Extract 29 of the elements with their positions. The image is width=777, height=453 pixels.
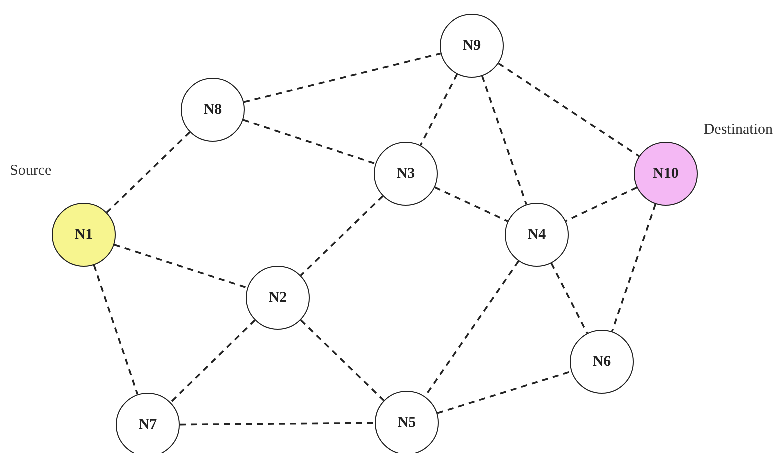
network-node: N5: [375, 391, 439, 453]
dashed-link: [243, 119, 376, 165]
network-node: N3: [374, 142, 438, 206]
network-node: N10: [634, 142, 698, 206]
node-caption: Source: [10, 163, 52, 180]
network-node: N1: [52, 203, 116, 267]
dashed-link: [106, 132, 191, 214]
dashed-link: [114, 244, 248, 289]
dashed-link: [170, 320, 256, 404]
dashed-link: [300, 196, 384, 276]
dashed-link: [300, 320, 385, 402]
dashed-link: [420, 74, 458, 146]
network-node: N2: [246, 266, 310, 330]
network-node: N7: [116, 393, 180, 453]
network-node: N4: [505, 203, 569, 267]
dashed-link: [244, 52, 442, 104]
dashed-link: [437, 370, 572, 414]
network-node: N8: [181, 78, 245, 142]
network-node: N9: [440, 14, 504, 78]
dashed-link: [180, 422, 375, 426]
dashed-link: [482, 76, 528, 205]
dashed-link: [550, 263, 588, 334]
dashed-link: [611, 204, 657, 332]
dashed-link: [434, 186, 508, 222]
dashed-link: [566, 186, 638, 222]
node-caption: Destination: [704, 122, 773, 139]
network-node: N6: [570, 330, 634, 394]
dashed-link: [498, 62, 640, 158]
dashed-link: [93, 265, 139, 395]
